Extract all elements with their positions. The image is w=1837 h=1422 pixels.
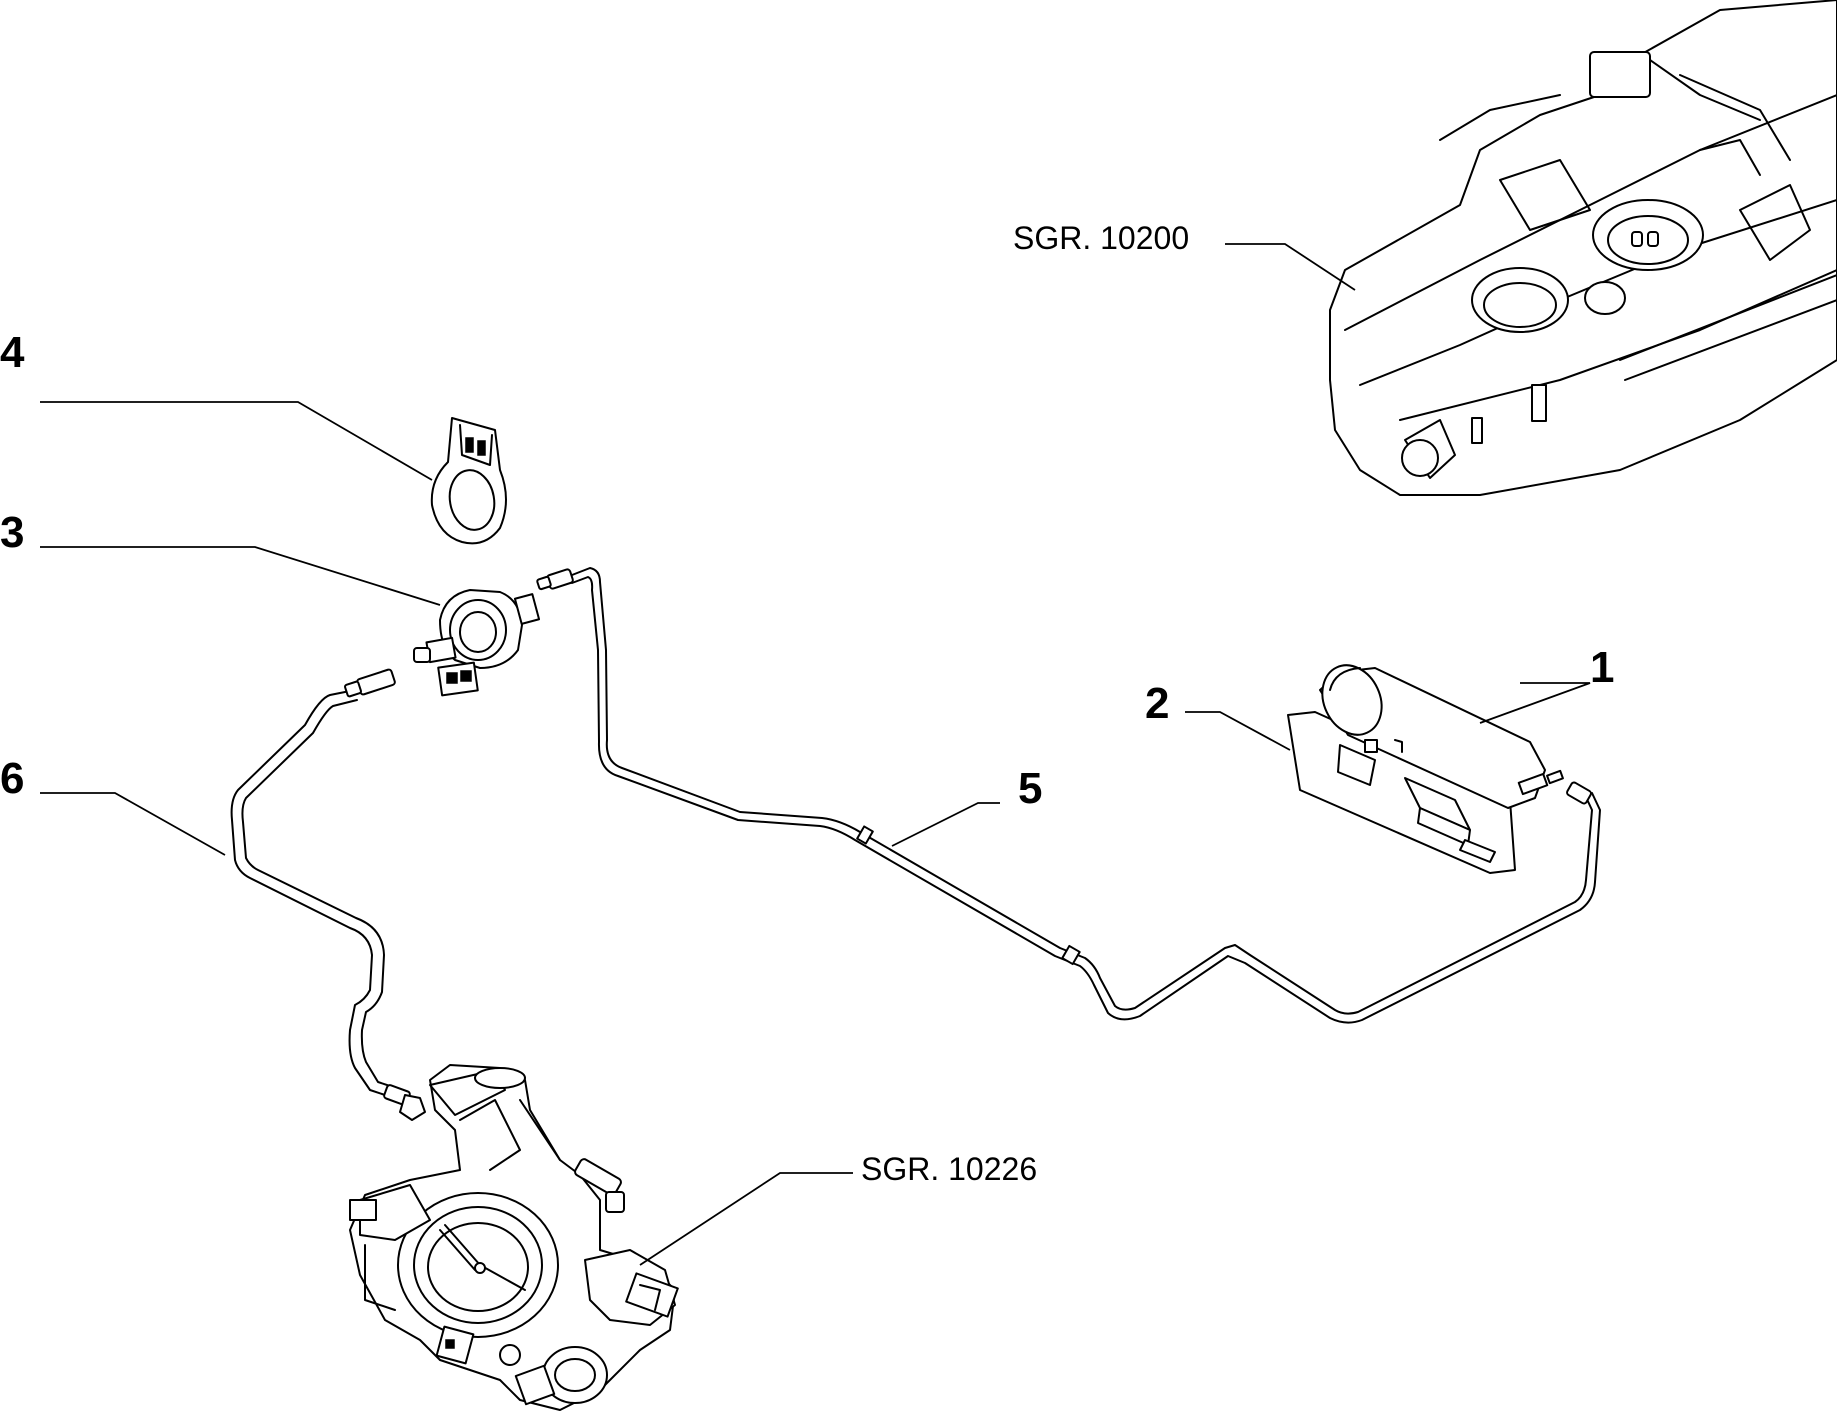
- canister-drawing: [1287, 664, 1564, 874]
- callout-2: 2: [1145, 679, 1169, 728]
- hose-5-drawing: [536, 567, 1601, 1024]
- leader-lines: [40, 243, 1591, 1266]
- ref-label-fuel-tank: SGR. 10200: [1013, 220, 1189, 256]
- callout-4: 4: [0, 328, 25, 377]
- callout-3: 3: [0, 508, 24, 557]
- hose-6-drawing: [230, 668, 426, 1121]
- purge-valve-drawing: [413, 589, 541, 697]
- callout-1: 1: [1590, 643, 1614, 692]
- throttle-body-drawing: [349, 1064, 679, 1411]
- clamp-drawing: [430, 417, 507, 545]
- callout-6: 6: [0, 754, 24, 803]
- ref-label-throttle-body: SGR. 10226: [861, 1151, 1037, 1187]
- callout-5: 5: [1018, 764, 1042, 813]
- fuel-tank-drawing: [1329, 0, 1837, 496]
